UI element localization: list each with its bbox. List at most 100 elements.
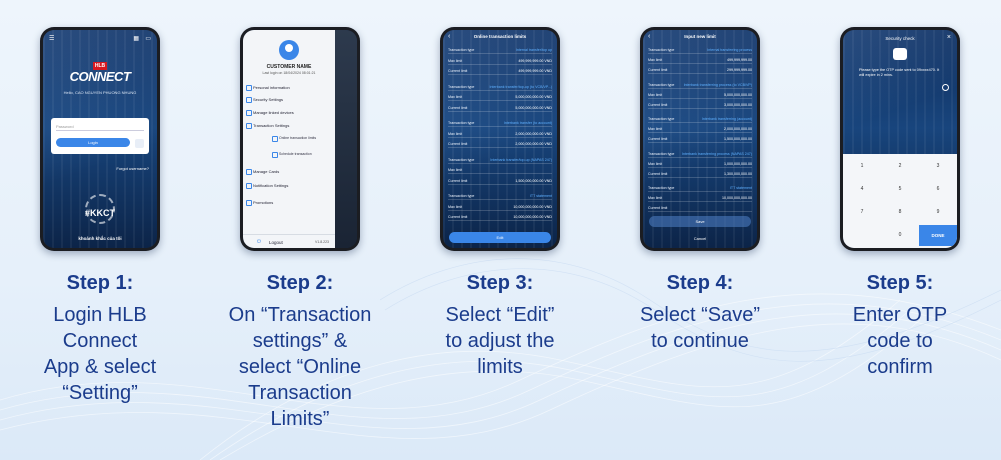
otp-message: Please type the OTP code sent to 09xxxx4… — [859, 68, 940, 77]
key-9[interactable]: 9 — [936, 209, 940, 215]
step-line: to adjust the — [445, 330, 555, 352]
back-arrow-icon[interactable]: ‹ — [648, 33, 651, 40]
logout-icon: ⏻ — [257, 239, 261, 245]
qr-icon[interactable]: ▦ — [133, 36, 139, 42]
step-line: Transaction — [248, 382, 352, 404]
step-line: limits — [477, 356, 523, 378]
row-label: Transaction type — [448, 48, 475, 52]
back-arrow-icon[interactable]: ‹ — [448, 33, 451, 40]
fingerprint-icon[interactable] — [135, 139, 144, 148]
submenu-schedule-transaction[interactable]: Schedule transaction — [272, 152, 325, 158]
resend-icon[interactable] — [942, 84, 949, 91]
limit-row-current[interactable]: Current limit — [648, 204, 752, 212]
key-6[interactable]: 6 — [936, 186, 940, 192]
step-caption: Step 1: Login HLB Connect App & select “… — [0, 270, 200, 406]
row-value: 499,999,999.00 VND — [518, 58, 552, 63]
close-icon[interactable]: × — [946, 34, 951, 41]
login-button[interactable]: Login — [56, 138, 130, 147]
key-3[interactable]: 3 — [936, 163, 940, 169]
login-screen: ☰ ▦ ▭ HLB CONNECT Hello, CAO NGUYEN PHUO… — [43, 30, 157, 248]
row-value: 5,000,000,000.00 — [724, 92, 752, 97]
key-5[interactable]: 5 — [898, 186, 902, 192]
row-value: 499,999,999.00 — [727, 58, 752, 62]
key-8[interactable]: 8 — [898, 209, 902, 215]
customer-name: CUSTOMER NAME — [266, 64, 312, 70]
menu-item-manage-cards[interactable]: Manage Cards — [245, 169, 280, 175]
key-7[interactable]: 7 — [860, 209, 864, 215]
submenu-online-transaction-limits[interactable]: Online transaction limits — [272, 136, 325, 142]
step-1: ☰ ▦ ▭ HLB CONNECT Hello, CAO NGUYEN PHUO… — [0, 0, 200, 460]
row-label: Current limit — [448, 105, 468, 110]
menu-item-personal-information[interactable]: Personal information — [246, 85, 290, 91]
key-4[interactable]: 4 — [860, 186, 864, 192]
menu-icon[interactable]: ☰ — [49, 36, 55, 42]
key-1[interactable]: 1 — [860, 163, 864, 169]
row-value: 1,500,000,000.00 VND — [515, 178, 552, 183]
screen-title: Input new limit — [684, 34, 716, 39]
key-empty — [843, 225, 881, 246]
menu-item-promotions[interactable]: Promotions — [245, 200, 274, 206]
step-line: settings” & — [252, 330, 348, 352]
limit-row-max: Max limit 2,000,000,000.00 — [648, 125, 752, 133]
forgot-username-link[interactable]: Forgot username? — [116, 166, 149, 171]
edit-button[interactable]: Edit — [449, 232, 551, 243]
row-value: 1,500,000,000.00 — [724, 137, 752, 141]
password-field[interactable]: Password — [56, 122, 144, 131]
step-caption: Step 2: On “Transaction settings” & sele… — [200, 270, 400, 432]
row-label: Current limit — [648, 68, 668, 72]
screen-title: Security check — [885, 36, 915, 41]
row-value: 10,000,000,000.00 — [722, 196, 752, 200]
row-value: Interbank transferring process (to VCB/V… — [683, 82, 752, 87]
row-label: Transaction type — [448, 121, 475, 125]
step-title: Step 4: — [666, 272, 734, 294]
step-caption: Step 3: Select “Edit” to adjust the limi… — [400, 270, 600, 380]
row-label: Current limit — [648, 171, 668, 176]
step-5: Security check × Please type the OTP cod… — [800, 0, 1000, 460]
row-value: ITT statement — [729, 186, 752, 190]
card-icon[interactable]: ▭ — [145, 36, 151, 42]
row-value: 5,000,000,000.00 VND — [515, 95, 552, 99]
row-value: Internal transfer/top up — [515, 48, 552, 52]
done-button[interactable]: DONE — [919, 225, 957, 246]
app-name: CONNECT — [69, 69, 131, 84]
row-label: Max limit — [448, 168, 463, 172]
cancel-button[interactable]: Cancel — [693, 236, 707, 241]
row-value: Interbank transfer/top-up (to VCB/VP...) — [489, 84, 552, 89]
row-label: Max limit — [448, 95, 463, 99]
screen-header: ‹ Input new limit — [643, 30, 757, 44]
menu-item-notification-settings[interactable]: Notification Settings — [245, 183, 289, 189]
campaign-hashtag: #KKCT — [84, 208, 115, 218]
menu-item-manage-linked-devices[interactable]: Manage linked devices — [246, 110, 294, 116]
numeric-keypad: 1 2 3 4 5 6 7 8 9 0 DONE — [843, 154, 957, 248]
row-label: Current limit — [448, 215, 468, 219]
row-label: Max limit — [648, 127, 663, 131]
key-2[interactable]: 2 — [898, 163, 902, 169]
app-version: V1.8.223 — [314, 240, 329, 244]
save-button[interactable]: Save — [649, 216, 751, 227]
step-line: Enter OTP — [852, 304, 948, 326]
row-value: 2,000,000,000.00 VND — [515, 131, 552, 136]
menu-item-transaction-settings[interactable]: Transaction Settings — [245, 123, 290, 129]
menu-item-security-settings[interactable]: Security Settings — [245, 97, 284, 103]
key-0[interactable]: 0 — [898, 232, 902, 238]
row-label: Transaction type — [448, 84, 475, 89]
screen-title: Online transaction limits — [473, 34, 527, 39]
brand-badge: HLB — [92, 62, 108, 70]
row-value: 2,000,000,000.00 — [724, 127, 752, 131]
row-value: 499,999,999.00 VND — [518, 69, 552, 73]
logout-button[interactable]: Logout — [269, 240, 283, 245]
